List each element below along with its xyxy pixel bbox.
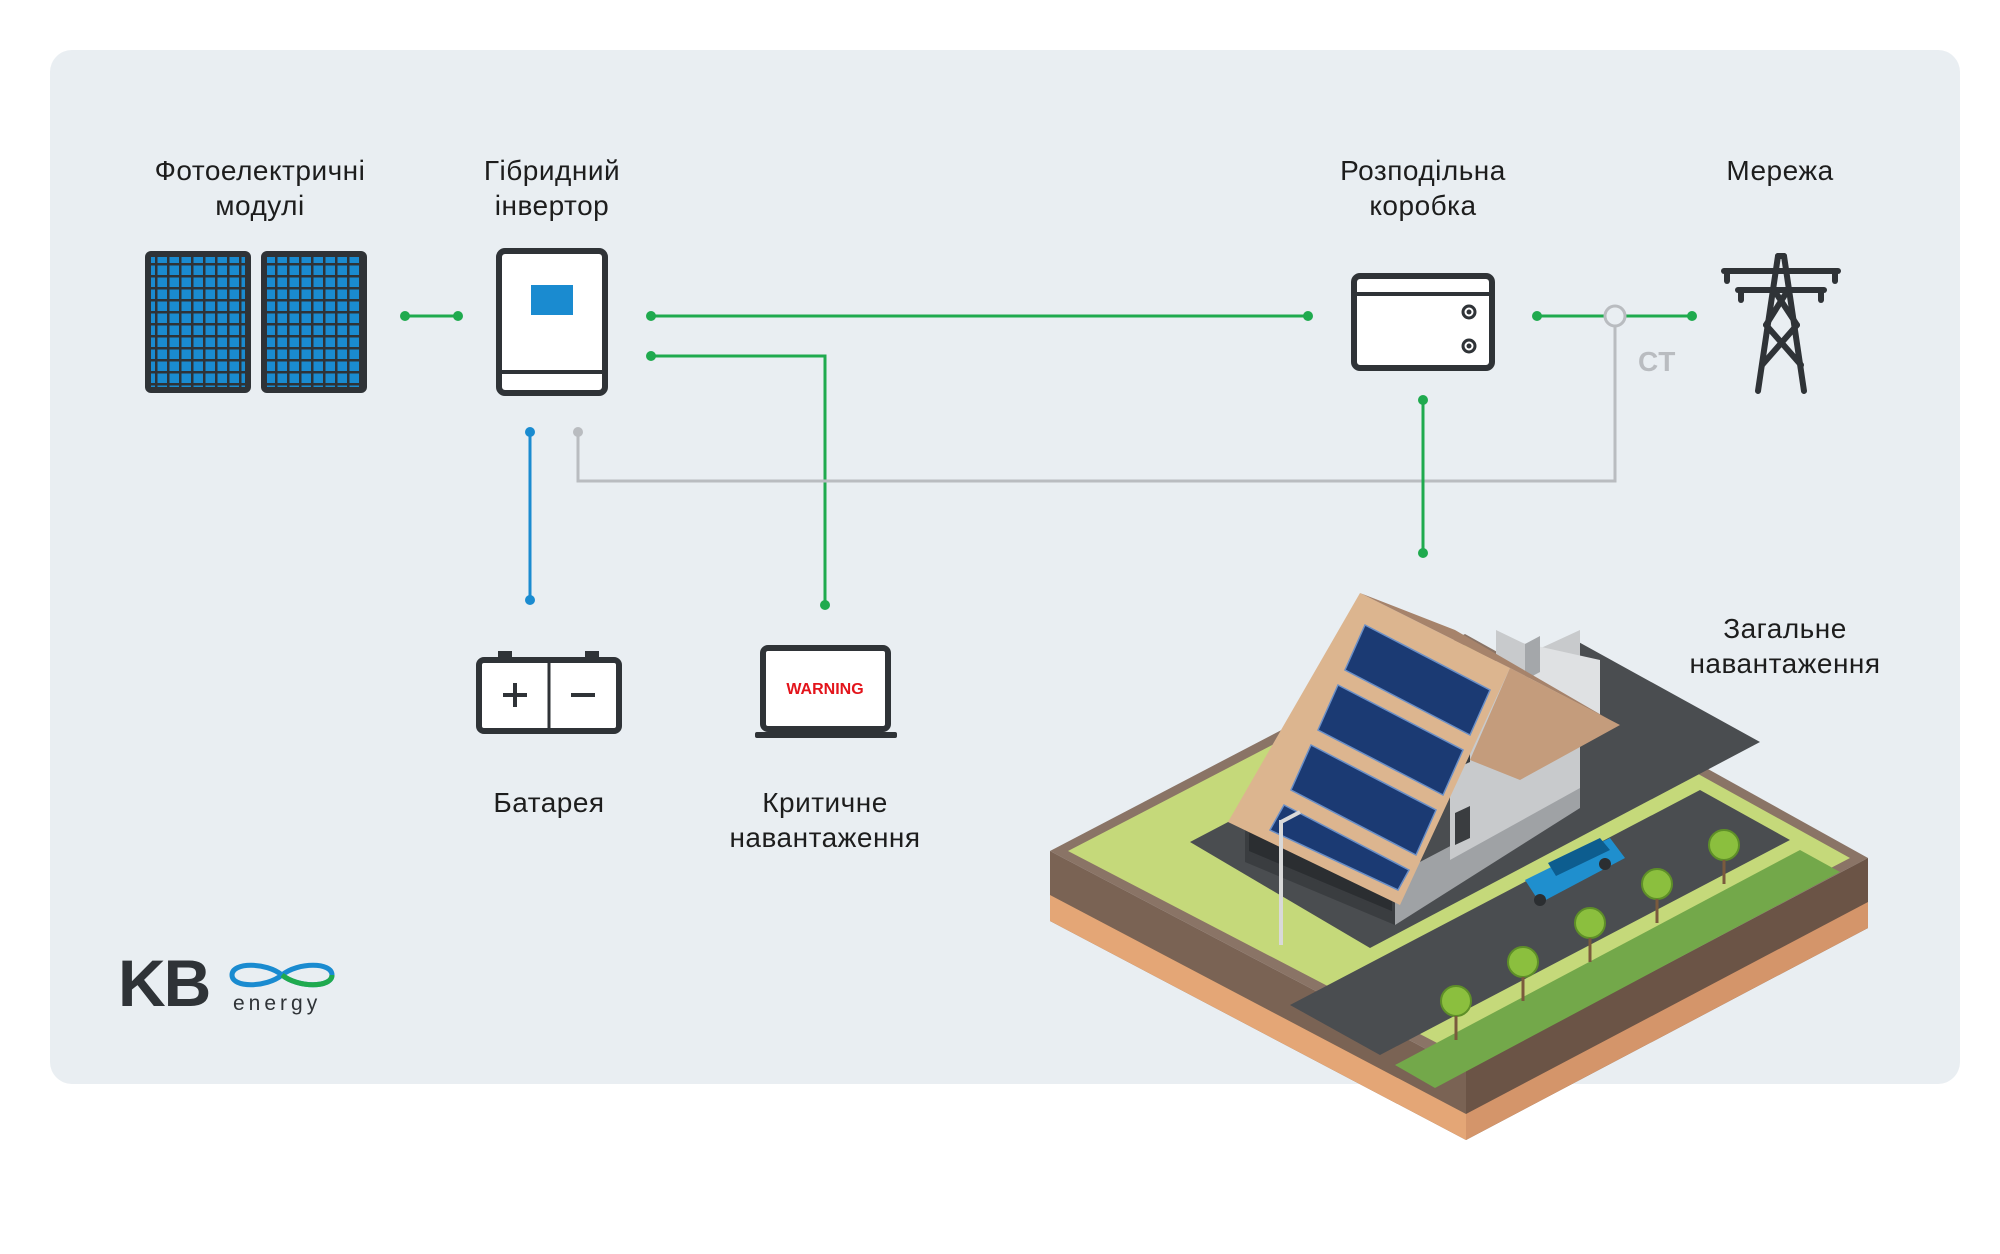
pv-modules-label: Фотоелектричні модулі — [154, 155, 366, 221]
logo-brand: KB — [118, 946, 211, 1020]
warning-text: WARNING — [786, 681, 863, 698]
critical-load-label: Критичне навантаження — [729, 787, 921, 853]
laptop-warning-icon: WARNING — [755, 645, 897, 738]
distribution-to-house-line — [1418, 395, 1428, 558]
inverter-to-distribution-line — [646, 311, 1313, 321]
grid-label: Мережа — [1726, 155, 1834, 186]
ct-sensor-icon — [1603, 304, 1627, 328]
inverter-icon — [496, 248, 608, 396]
infinity-logo-icon — [229, 962, 335, 988]
logo-sub: energy — [233, 992, 322, 1015]
house-scene-illustration — [1050, 593, 1868, 1140]
distribution-to-grid-line — [1532, 304, 1697, 328]
kb-energy-logo: KB energy — [118, 948, 348, 1028]
inverter-to-critical-load-line — [646, 351, 830, 610]
inverter-to-battery-line — [525, 427, 535, 605]
ct-sense-line — [573, 326, 1617, 483]
distribution-box-icon — [1351, 273, 1495, 371]
battery-icon — [476, 651, 622, 734]
pv-to-inverter-line — [400, 311, 463, 321]
battery-label: Батарея — [493, 787, 605, 818]
hybrid-inverter-label: Гібридний інвертор — [483, 155, 621, 221]
power-tower-icon — [1721, 253, 1841, 394]
distribution-box-label: Розподільна коробка — [1340, 155, 1506, 221]
solar-panel-icon — [145, 251, 367, 393]
general-load-label: Загальне навантаження — [1689, 613, 1881, 679]
ct-label: CT — [1638, 346, 1676, 377]
